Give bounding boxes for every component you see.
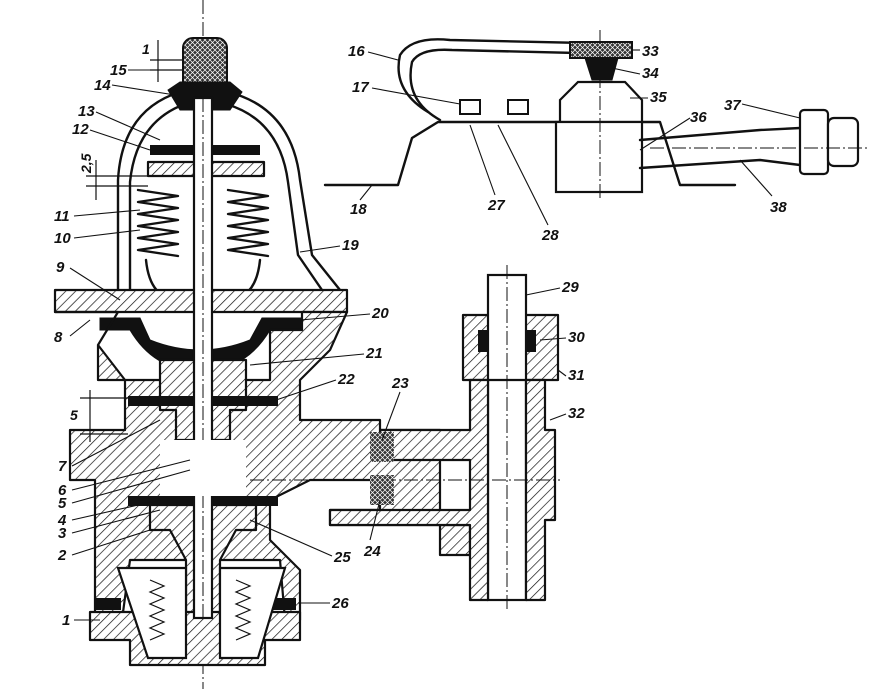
- callout-8: 8: [54, 329, 63, 346]
- callout-13: 13: [78, 103, 95, 120]
- callout-31: 31: [568, 367, 585, 384]
- callout-9: 9: [56, 259, 65, 276]
- dome-cover-inner: [128, 102, 324, 292]
- callout-16: 16: [348, 43, 365, 60]
- callout-29: 29: [561, 279, 579, 296]
- seal-23: [370, 432, 394, 462]
- seal-26: [272, 598, 296, 610]
- callout-26: 26: [331, 595, 349, 612]
- callout-4: 4: [57, 512, 67, 529]
- callout-38: 38: [770, 199, 787, 216]
- callout-34: 34: [642, 65, 659, 82]
- middle-cavity: [160, 440, 246, 496]
- contact-33: [569, 41, 633, 59]
- callout-2: 2: [57, 547, 67, 564]
- dim-spring-gap: 2,5: [78, 153, 94, 174]
- housing-36: [554, 120, 644, 194]
- springs: [136, 188, 270, 258]
- callout-22: 22: [337, 371, 355, 388]
- nut-35: [558, 80, 644, 124]
- dim-valve-gap: 5: [70, 407, 78, 423]
- callout-7: 7: [58, 458, 67, 475]
- seal-24: [370, 475, 394, 505]
- wire-top: [638, 126, 802, 142]
- fitting-cap: [826, 116, 860, 168]
- callout-36: 36: [690, 109, 707, 126]
- bracket-18: [323, 120, 737, 187]
- callout-15: 15: [110, 62, 127, 79]
- wire-bottom: [638, 158, 802, 170]
- callout-12: 12: [72, 121, 89, 138]
- callout-21: 21: [365, 345, 383, 362]
- bottom-cavity-right: [218, 566, 287, 660]
- callout-20: 20: [371, 305, 389, 322]
- callout-23: 23: [391, 375, 409, 392]
- callout-24: 24: [363, 543, 381, 560]
- callout-18: 18: [350, 201, 367, 218]
- callout-35: 35: [650, 89, 667, 106]
- lower-spring-right: [234, 579, 252, 641]
- callout-5: 5: [58, 495, 67, 512]
- seal-1: [95, 598, 121, 610]
- t-pipe-assembly: [250, 265, 560, 610]
- pipe-seal-right: [526, 330, 536, 352]
- fitting-37: [798, 108, 830, 176]
- callout-10: 10: [54, 230, 71, 247]
- bottom-cavity-left: [116, 566, 188, 660]
- callout-33: 33: [642, 43, 659, 60]
- callout-1: 1: [62, 612, 70, 629]
- leader-lines: [69, 49, 801, 621]
- dim-top-gap: 1: [142, 41, 150, 57]
- main-valve: [53, 0, 472, 689]
- callout-37: 37: [724, 97, 741, 114]
- contact-spring-16: [397, 38, 632, 114]
- callout-19: 19: [342, 237, 359, 254]
- pipe-seal-left: [478, 330, 488, 352]
- callout-3: 3: [58, 525, 67, 542]
- callout-6: 6: [58, 482, 67, 499]
- lower-spring-left: [148, 579, 166, 641]
- callout-14: 14: [94, 77, 111, 94]
- callout-labels: 1 2 3 4 5 6 7 8 9 10 11 12 13 14 15 16 1…: [54, 43, 787, 629]
- callout-11: 11: [54, 208, 70, 225]
- callout-30: 30: [568, 329, 585, 346]
- callout-17: 17: [352, 79, 369, 96]
- callout-32: 32: [568, 405, 585, 422]
- contact-34: [584, 57, 619, 81]
- contact-spring-16-inner: [409, 48, 620, 122]
- switch-assembly: [323, 30, 870, 200]
- callout-27: 27: [487, 197, 505, 214]
- upper-seal: [167, 81, 243, 111]
- screw-28: [507, 99, 529, 115]
- callout-28: 28: [541, 227, 559, 244]
- screw-17: [459, 99, 481, 115]
- callout-25: 25: [333, 549, 351, 566]
